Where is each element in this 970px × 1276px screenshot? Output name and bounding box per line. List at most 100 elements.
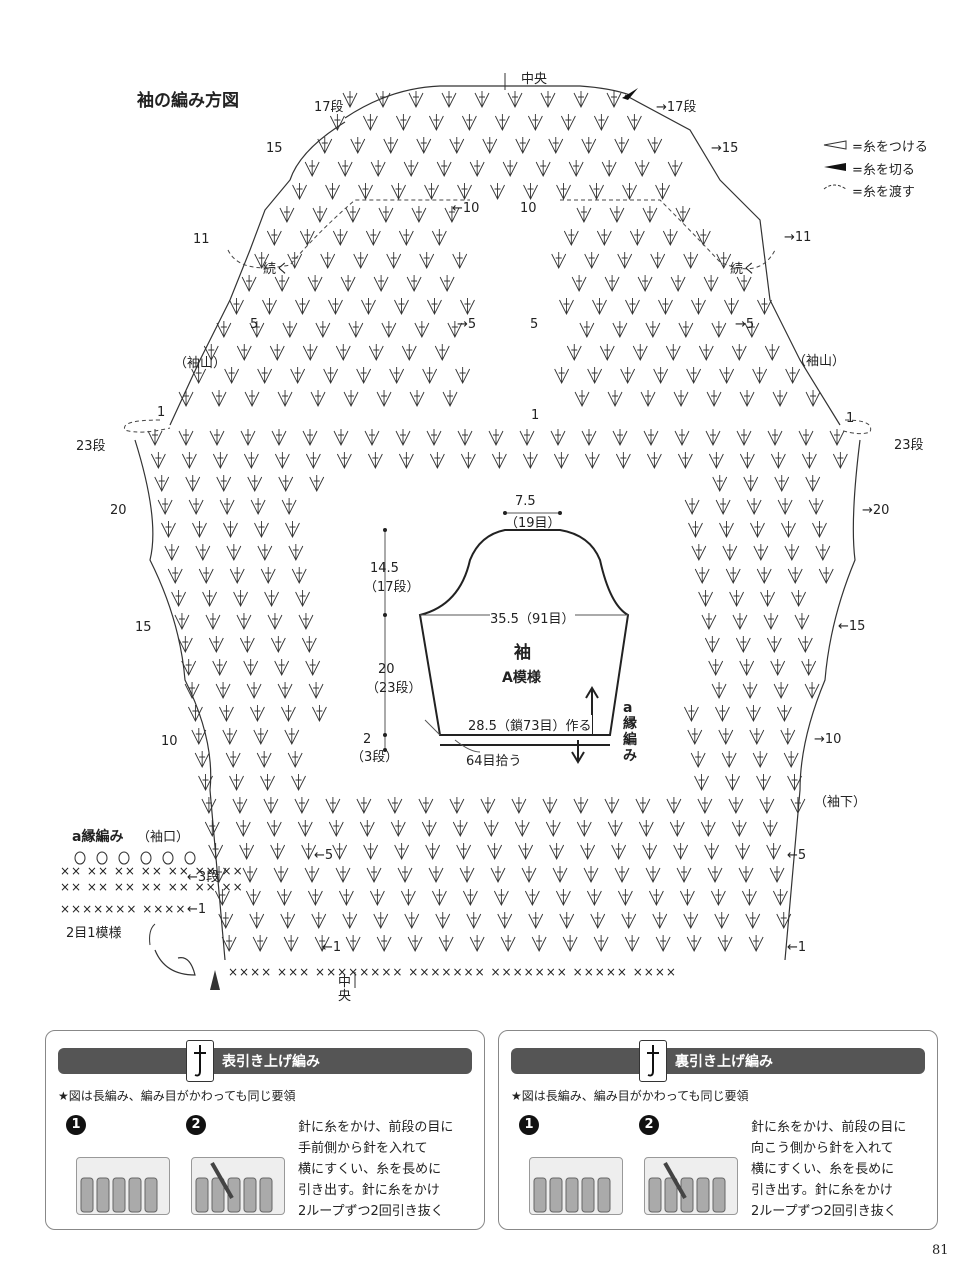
stitch-symbol <box>712 475 728 493</box>
step2-illustration <box>644 1157 738 1215</box>
stitch-symbol <box>395 114 411 132</box>
stitch-symbol <box>694 774 709 792</box>
stitch-symbol <box>805 390 821 408</box>
stitch-symbol <box>216 475 232 493</box>
stitch-symbol <box>554 367 570 385</box>
stitch-symbol <box>428 114 444 132</box>
stitch-symbol <box>722 544 738 562</box>
stitch-symbol <box>753 544 769 562</box>
stitch-symbol <box>678 321 694 339</box>
stitch-symbol <box>236 613 252 631</box>
stitch-symbol <box>435 912 451 930</box>
stitch-symbol <box>203 344 219 362</box>
stitch-symbol <box>308 682 324 700</box>
stitch-symbol <box>581 137 597 155</box>
row-label: ←10 <box>452 201 480 216</box>
stitch-symbol <box>310 390 326 408</box>
stitch-symbol <box>632 344 648 362</box>
stitch-symbol <box>735 636 751 654</box>
picot-symbol <box>96 851 108 865</box>
stitch-symbol <box>429 452 445 470</box>
panel-front-post-band: 表引き上げ編み <box>58 1040 472 1082</box>
stitch-symbol <box>278 475 294 493</box>
stitch-symbol <box>254 521 269 539</box>
stitch-symbol <box>604 797 620 815</box>
stitch-symbol <box>177 636 193 654</box>
stitch-symbol <box>205 613 221 631</box>
stitch-symbol <box>212 452 228 470</box>
stitch-symbol <box>273 866 289 884</box>
stitch-symbol <box>767 429 783 447</box>
stitch-symbol <box>267 613 283 631</box>
stitch-symbol <box>191 728 207 746</box>
stitch-symbol <box>353 252 369 270</box>
stitch-symbol <box>297 820 313 838</box>
stitch-symbol <box>571 275 587 293</box>
stitch-symbol <box>386 252 402 270</box>
body-outline-left <box>134 439 226 961</box>
stitch-symbol <box>457 429 473 447</box>
stitch-symbol <box>804 682 820 700</box>
stitch-symbol <box>229 774 244 792</box>
stitch-symbol <box>714 912 730 930</box>
continue-label: 続く <box>730 262 757 277</box>
stitch-symbol <box>292 183 307 201</box>
stitch-symbol <box>466 912 482 930</box>
stitch-symbol <box>345 206 361 224</box>
stitch-symbol <box>566 344 582 362</box>
stitch-symbol <box>686 367 702 385</box>
stitch-symbol <box>337 160 353 178</box>
stitch-symbol <box>715 498 731 516</box>
top-center-label: 中央 <box>521 72 548 87</box>
stitch-symbol <box>335 344 351 362</box>
stitch-symbol <box>704 843 720 861</box>
stitch-symbol <box>801 452 817 470</box>
stitch-symbol <box>426 429 442 447</box>
stitch-symbol <box>573 797 589 815</box>
stitch-symbol <box>260 567 276 585</box>
stitch-symbol <box>607 820 623 838</box>
stitch-symbol <box>439 275 455 293</box>
stitch-symbol <box>704 636 720 654</box>
stitch-symbol <box>229 567 245 585</box>
underarm-label: （袖下） <box>814 795 867 810</box>
stitch-symbol <box>462 889 478 907</box>
stitch-symbol <box>452 252 468 270</box>
stitch-symbol <box>469 935 485 953</box>
stitch-symbol <box>524 889 540 907</box>
stitch-symbol <box>703 275 719 293</box>
stitch-symbol <box>675 206 691 224</box>
stitch-symbol <box>490 183 505 201</box>
stitch-symbol <box>757 298 772 316</box>
stitch-symbol <box>216 321 232 339</box>
stitch-symbol <box>394 298 409 316</box>
stitch-symbol <box>769 866 785 884</box>
stitch-symbol <box>192 521 207 539</box>
stitch-symbol <box>667 160 683 178</box>
stitch-symbol <box>519 429 535 447</box>
edge-label: a縁編み <box>623 700 637 764</box>
cap-outline-left <box>169 121 346 426</box>
stitch-symbol <box>397 866 413 884</box>
stitch-symbol <box>281 498 297 516</box>
stitch-symbol <box>434 344 450 362</box>
stitch-symbol <box>291 567 307 585</box>
row-label: →11 <box>784 230 812 245</box>
stitch-symbol <box>253 728 269 746</box>
stitch-symbol <box>531 935 547 953</box>
stitch-symbol <box>690 751 706 769</box>
stitch-symbol <box>493 889 509 907</box>
stitch-symbol <box>731 820 747 838</box>
stitch-symbol <box>233 590 248 608</box>
panel-back-post-band: 裏引き上げ編み <box>511 1040 925 1082</box>
stitch-symbol <box>556 183 571 201</box>
stitch-symbol <box>488 429 504 447</box>
stitch-symbol <box>584 252 600 270</box>
stitch-symbol <box>739 452 755 470</box>
start-yarn-curve <box>154 949 196 976</box>
cap-rows: （17段） <box>364 580 420 595</box>
stitch-symbol <box>263 797 279 815</box>
stitch-symbol <box>376 390 392 408</box>
stitch-symbol <box>725 567 741 585</box>
stitch-symbol <box>773 682 789 700</box>
